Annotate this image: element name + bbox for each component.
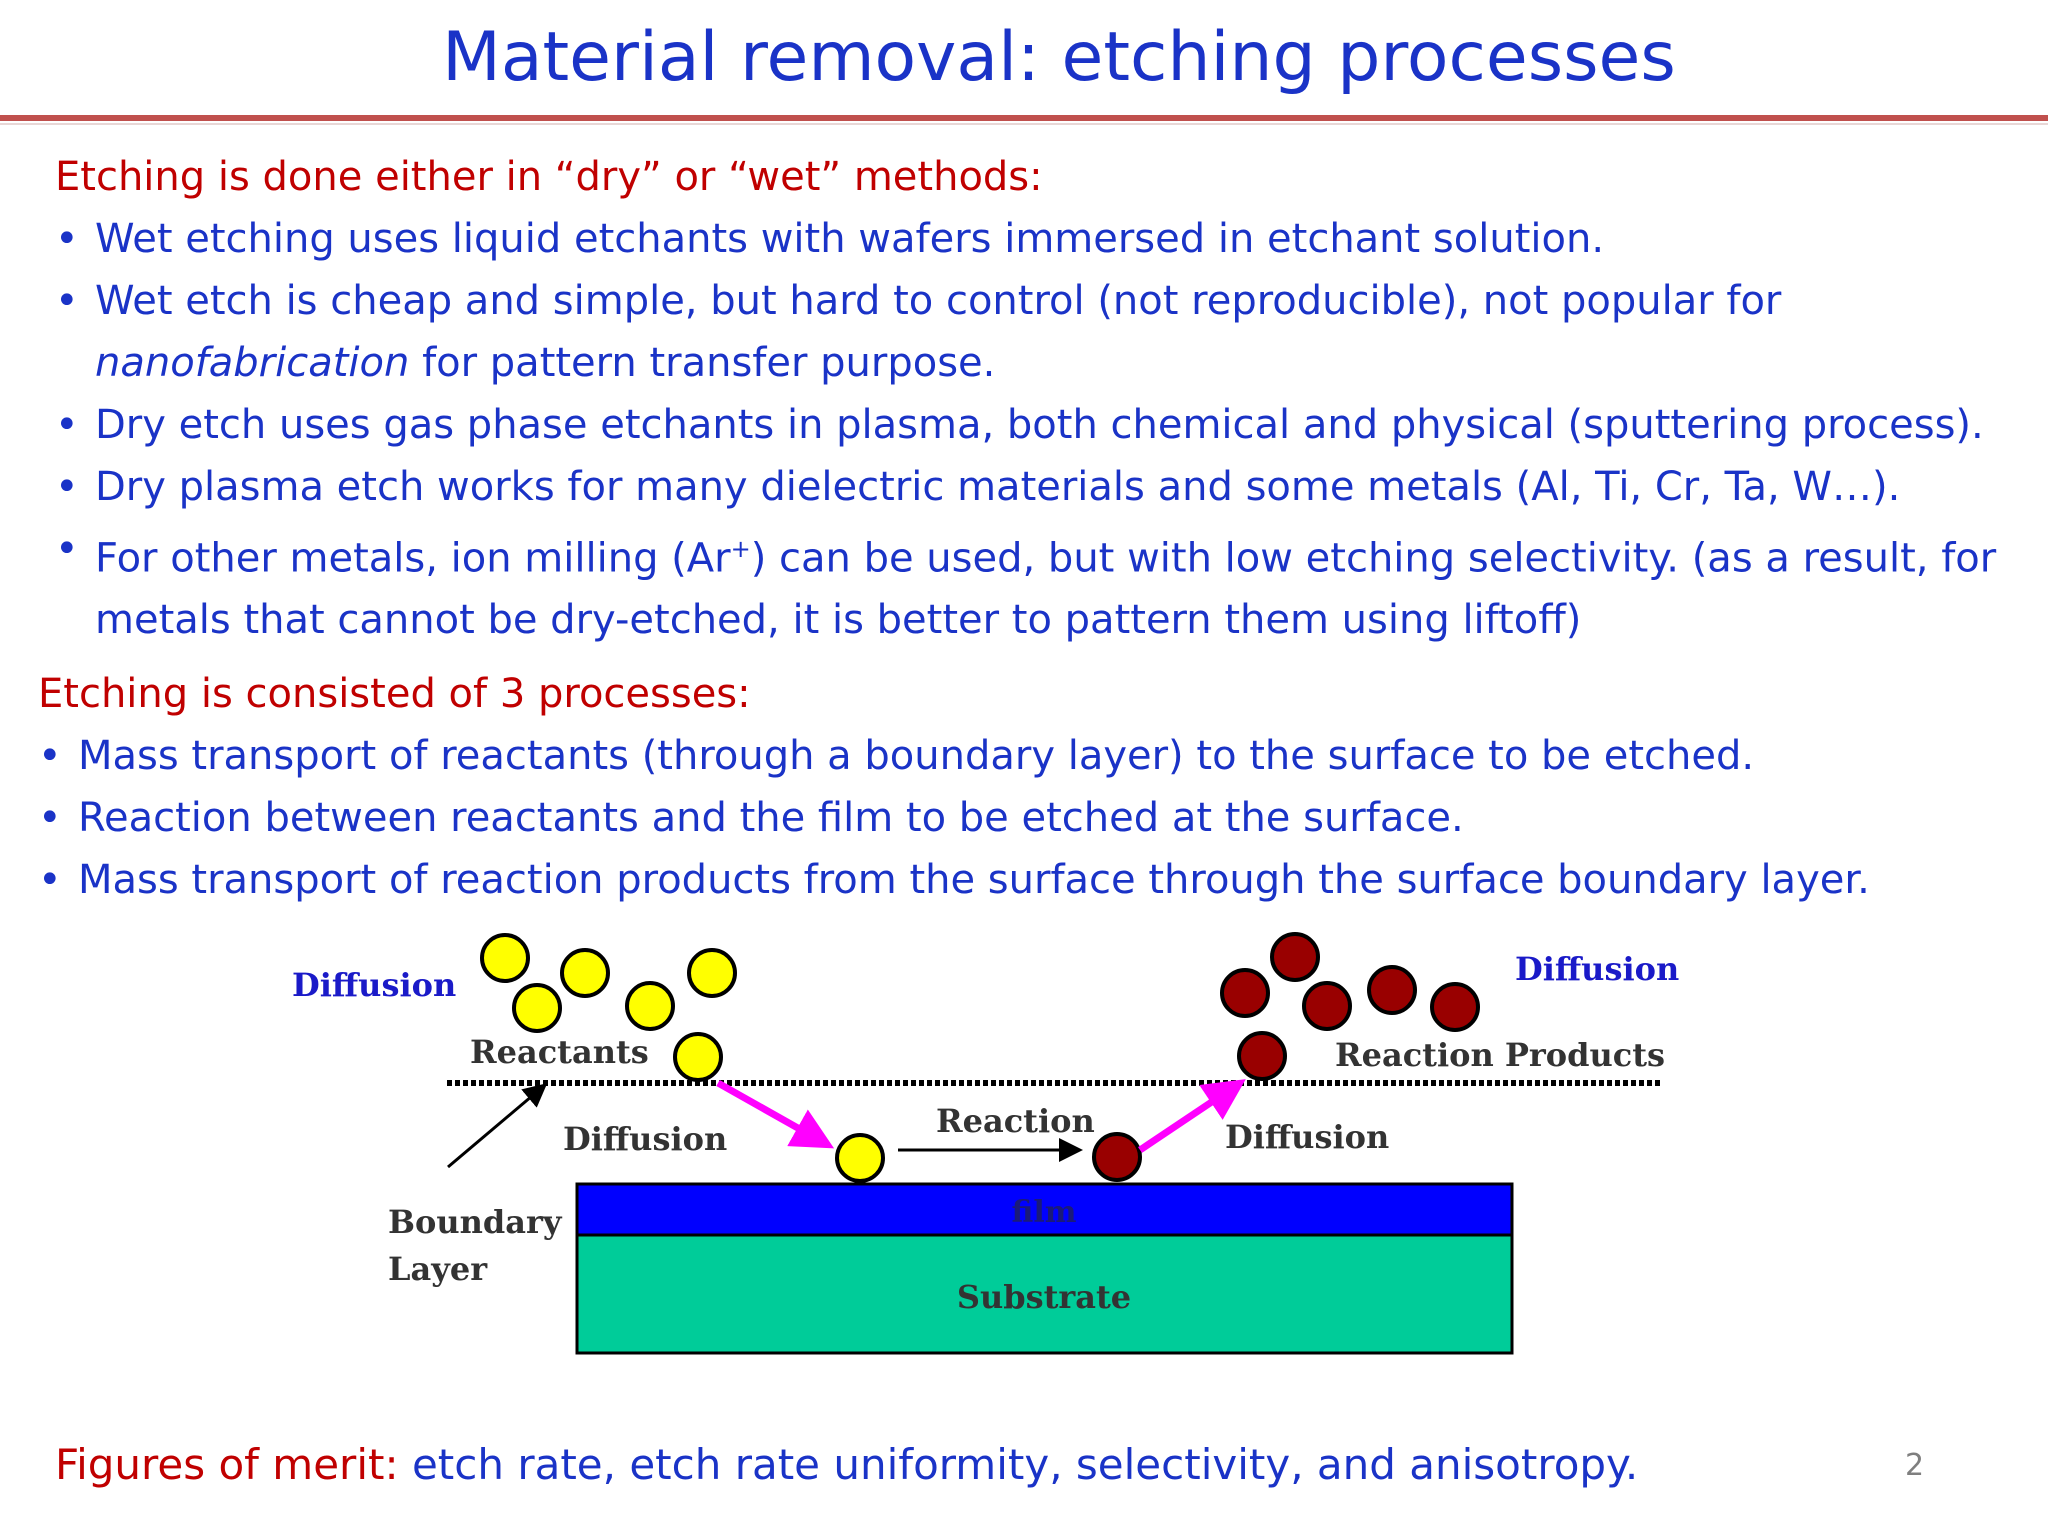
reactant-molecule: [835, 1133, 885, 1183]
processes-section: Etching is consisted of 3 processes: Mas…: [38, 663, 2018, 911]
title-divider-shadow: [0, 123, 2048, 125]
product-molecule: [1237, 1031, 1287, 1081]
figures-of-merit-text: etch rate, etch rate uniformity, selecti…: [398, 1440, 1639, 1489]
reactant-molecule: [687, 948, 737, 998]
reaction-products-label: Reaction Products: [1335, 1036, 1665, 1074]
product-molecule: [1270, 932, 1320, 982]
dry-wet-section: Etching is done either in “dry” or “wet”…: [55, 146, 2035, 651]
reactant-molecule: [512, 983, 562, 1033]
diffusion-label-right: Diffusion: [1515, 950, 1679, 988]
substrate-label: Substrate: [957, 1278, 1131, 1316]
boundary-label-line2: Layer: [388, 1250, 488, 1288]
reactant-molecule: [625, 981, 675, 1031]
diffusion-label-left: Diffusion: [292, 966, 456, 1004]
figures-of-merit: Figures of merit: etch rate, etch rate u…: [55, 1440, 1638, 1489]
bullet-text: for pattern transfer purpose.: [409, 340, 996, 386]
bullet-mass-transport-products: Mass transport of reaction products from…: [38, 849, 2018, 911]
product-molecule: [1430, 982, 1480, 1032]
boundary-label-line1: Boundary: [388, 1203, 563, 1241]
substrate: [575, 1233, 1514, 1355]
film-label: film: [1012, 1195, 1077, 1230]
diffusion-up-arrow: [1138, 1079, 1246, 1153]
figures-of-merit-label: Figures of merit:: [55, 1440, 399, 1489]
product-molecule: [1302, 981, 1352, 1031]
bullet-dry-etch: Dry etch uses gas phase etchants in plas…: [55, 394, 2035, 456]
product-molecule: [1092, 1132, 1142, 1182]
bullet-dry-plasma: Dry plasma etch works for many dielectri…: [55, 456, 2035, 518]
slide-title: Material removal: etching processes: [442, 18, 1676, 97]
reactants-label: Reactants: [470, 1033, 649, 1071]
diffusion-down-arrow: [716, 1079, 835, 1149]
processes-bullets: Mass transport of reactants (through a b…: [38, 725, 2018, 911]
superscript-plus: +: [730, 535, 751, 563]
product-molecules: [1092, 932, 1480, 1182]
reactant-molecules: [480, 933, 885, 1183]
reactant-molecule: [673, 1032, 723, 1082]
bullet-ion-milling: For other metals, ion milling (Ar+) can …: [55, 518, 2035, 651]
bullet-wet-etch-cheap: Wet etch is cheap and simple, but hard t…: [55, 270, 2035, 394]
reactant-molecule: [560, 948, 610, 998]
dry-wet-bullets: Wet etching uses liquid etchants with wa…: [55, 208, 2035, 651]
emphasis-nanofabrication: nanofabrication: [95, 340, 410, 386]
reaction-label: Reaction: [936, 1102, 1095, 1140]
diffusion-down-label: Diffusion: [563, 1120, 727, 1158]
bullet-reaction: Reaction between reactants and the film …: [38, 787, 2018, 849]
processes-heading: Etching is consisted of 3 processes:: [38, 671, 751, 717]
title-divider: [0, 115, 2048, 121]
product-molecule: [1367, 965, 1417, 1015]
bullet-mass-transport-reactants: Mass transport of reactants (through a b…: [38, 725, 2018, 787]
reactant-molecule: [480, 933, 530, 983]
page-number: 2: [1905, 1448, 1925, 1483]
product-molecule: [1220, 968, 1270, 1018]
bullet-text: For other metals, ion milling (Ar: [95, 535, 731, 582]
dry-wet-heading: Etching is done either in “dry” or “wet”…: [55, 154, 1043, 200]
bullet-text: Wet etch is cheap and simple, but hard t…: [95, 278, 1782, 324]
diffusion-up-label: Diffusion: [1225, 1118, 1389, 1156]
boundary-pointer-arrow: [447, 1083, 548, 1169]
bullet-text: ) can be used, but with low etching sele…: [95, 535, 1997, 644]
bullet-wet-etching: Wet etching uses liquid etchants with wa…: [55, 208, 2035, 270]
film: [575, 1182, 1514, 1237]
